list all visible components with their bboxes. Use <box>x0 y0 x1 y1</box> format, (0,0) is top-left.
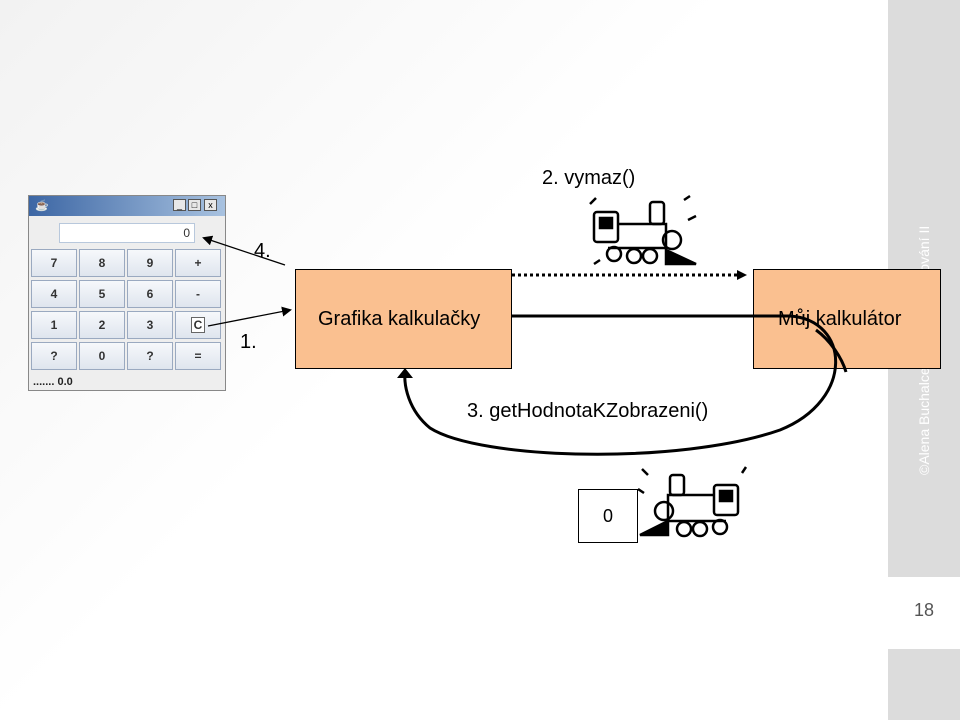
minimize-button[interactable]: _ <box>173 199 186 211</box>
arrow-step-4 <box>202 235 286 266</box>
step-3-label: 3. getHodnotaKZobrazeni() <box>467 400 709 422</box>
key-equals[interactable]: = <box>175 342 221 370</box>
step-2-label: 2. vymaz() <box>542 167 636 189</box>
calculator-keypad: 7 8 9 + 4 5 6 - 1 2 3 C ? 0 ? = <box>31 249 223 370</box>
train-icon <box>589 194 697 266</box>
page-number: 18 <box>913 600 935 620</box>
key-3[interactable]: 3 <box>127 311 173 339</box>
key-plus[interactable]: + <box>175 249 221 277</box>
calculator-box-label: Můj kalkulátor <box>778 308 902 330</box>
arrow-step-3-head <box>397 368 413 378</box>
arrow-step-3 <box>403 314 838 456</box>
key-1[interactable]: 1 <box>31 311 77 339</box>
calculator-window: ☕ _ □ x 0 7 8 9 + 4 5 6 - 1 2 3 C ? 0 ? … <box>28 195 226 391</box>
key-9[interactable]: 9 <box>127 249 173 277</box>
page-number-box <box>888 577 960 649</box>
step-1-label: 1. <box>240 331 257 353</box>
close-button[interactable]: x <box>204 199 217 211</box>
key-8[interactable]: 8 <box>79 249 125 277</box>
key-0[interactable]: 0 <box>79 342 125 370</box>
key-5[interactable]: 5 <box>79 280 125 308</box>
key-7[interactable]: 7 <box>31 249 77 277</box>
gui-box-label: Grafika kalkulačky <box>318 308 481 330</box>
key-question-1[interactable]: ? <box>31 342 77 370</box>
returned-value-box: 0 <box>578 489 638 543</box>
maximize-button[interactable]: □ <box>188 199 201 211</box>
arrow-step-1 <box>207 306 292 327</box>
key-6[interactable]: 6 <box>127 280 173 308</box>
key-4[interactable]: 4 <box>31 280 77 308</box>
key-clear[interactable]: C <box>175 311 221 339</box>
java-icon: ☕ <box>35 200 49 212</box>
calculator-status: ....... 0.0 <box>33 376 73 388</box>
calculator-box <box>753 269 941 369</box>
train-icon-2 <box>638 466 748 538</box>
arrow-step-3-hook <box>815 328 848 373</box>
key-minus[interactable]: - <box>175 280 221 308</box>
key-question-2[interactable]: ? <box>127 342 173 370</box>
calculator-display: 0 <box>59 223 195 243</box>
calculator-titlebar: ☕ _ □ x <box>29 196 225 216</box>
key-clear-label: C <box>190 317 206 333</box>
key-2[interactable]: 2 <box>79 311 125 339</box>
gui-box <box>295 269 512 369</box>
